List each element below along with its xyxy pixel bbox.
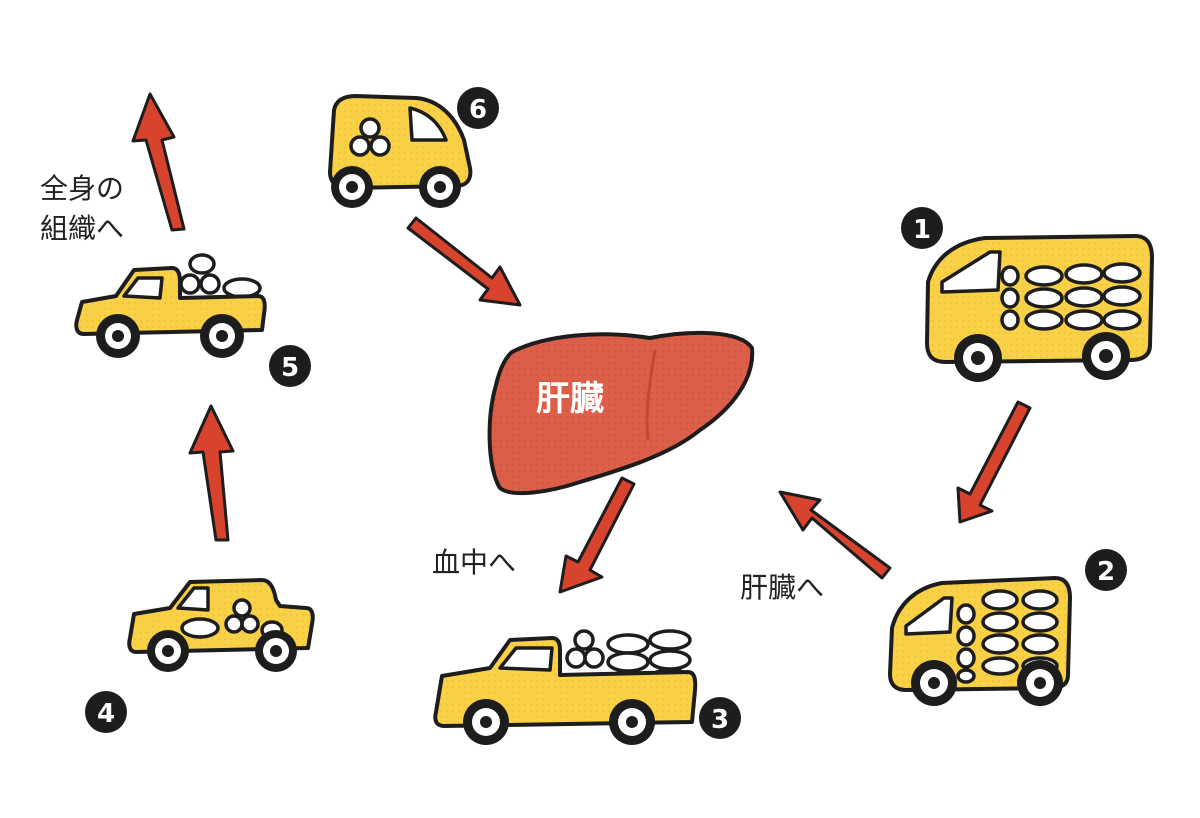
vehicle-2-wheel-rear <box>1017 660 1063 706</box>
vehicle-3-wheel-rear <box>609 699 655 745</box>
arrow-5-to-tissues <box>131 92 186 232</box>
liver-label: 肝臓 <box>536 379 604 419</box>
vehicle-3-wheel-front <box>463 699 509 745</box>
vehicle-2-wheel-front <box>911 660 957 706</box>
arrow-liver-to-3 <box>558 476 636 594</box>
step-marker-2: 2 <box>1085 549 1127 591</box>
step-marker-6: 6 <box>457 87 499 129</box>
label-to-liver: 肝臓へ <box>740 571 824 604</box>
label-to-blood: 血中へ <box>432 546 516 579</box>
label-to-tissues-line2: 組織へ <box>40 212 124 245</box>
vehicle-6-wheel-front <box>331 166 373 208</box>
svg-text:2: 2 <box>1097 557 1115 587</box>
svg-text:3: 3 <box>711 705 729 735</box>
label-to-tissues-line1: 全身の <box>40 172 124 205</box>
vehicle-2-van <box>888 576 1072 706</box>
svg-text:4: 4 <box>97 699 115 729</box>
step-marker-4: 4 <box>85 691 127 733</box>
vehicle-5-wheel-rear <box>200 314 244 358</box>
vehicle-5-pickup-truck <box>74 253 267 358</box>
vehicle-5-cargo <box>179 253 262 299</box>
svg-text:1: 1 <box>913 215 931 245</box>
arrow-6-to-liver <box>406 216 522 307</box>
vehicle-4-wheel-front <box>147 630 189 672</box>
vehicle-3-pickup-truck <box>433 629 698 745</box>
liver-shape <box>487 330 755 496</box>
vehicle-6-mini-van <box>328 94 473 208</box>
svg-text:5: 5 <box>281 353 299 383</box>
vehicle-6-wheel-rear <box>419 166 461 208</box>
liver: 肝臓 <box>487 330 755 496</box>
step-marker-3: 3 <box>699 697 741 739</box>
vehicle-4-wheel-rear <box>255 630 297 672</box>
arrow-2-to-liver <box>778 490 892 580</box>
vehicle-4-compact-car <box>127 578 315 672</box>
vehicle-1-cargo <box>1000 262 1142 331</box>
vehicle-5-wheel-front <box>96 314 140 358</box>
vehicle-1-large-van <box>925 234 1154 382</box>
step-marker-5: 5 <box>269 345 311 387</box>
liver-lobe-line <box>645 349 657 441</box>
arrow-1-to-2 <box>956 400 1032 524</box>
svg-text:6: 6 <box>469 95 487 125</box>
arrow-4-to-5 <box>188 404 235 542</box>
step-marker-1: 1 <box>901 207 943 249</box>
vehicle-1-wheel-front <box>954 334 1002 382</box>
vehicle-1-wheel-rear <box>1082 332 1130 380</box>
vehicle-6-cargo <box>349 117 391 157</box>
